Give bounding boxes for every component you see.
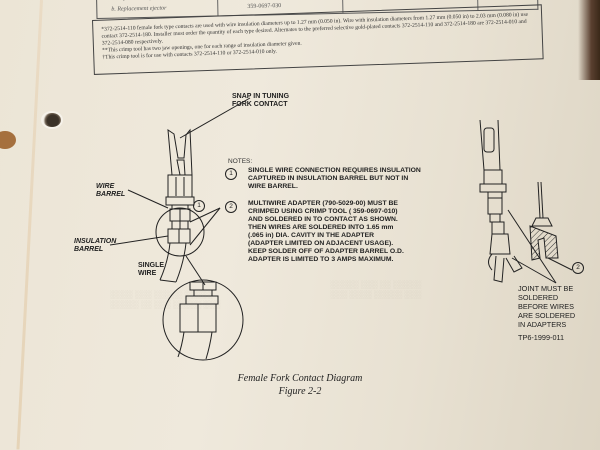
bleed-through-text: ░░░░ ░░░ ░░░░░ ░░░░░░░░░░ ░░ ░░░ ░░░░░ ░… — [110, 290, 221, 309]
binder-hole-behind — [0, 131, 16, 149]
note-1: SINGLE WIRE CONNECTION REQUIRES INSULATI… — [248, 167, 421, 190]
bleed-through-text: ░░░░░ ░░░ ░░ ░░░░░░░░ ░░░░ ░░░░░ ░░░ — [330, 280, 422, 299]
callout-1-icon: 1 — [193, 200, 205, 212]
label-wire-barrel: WIRE BARREL — [96, 183, 126, 198]
label-solder-joint: JOINT MUST BE SOLDERED BEFORE WIRES ARE … — [518, 284, 576, 342]
note-1-number-icon: 1 — [225, 168, 237, 180]
multiwire-contact-drawing — [479, 119, 573, 284]
figure-number: Figure 2-2 — [278, 386, 322, 397]
label-single-wire: SINGLE WIRE — [138, 262, 165, 277]
notes-title: NOTES: — [228, 158, 253, 165]
binder-hole — [43, 113, 61, 127]
label-insulation-barrel: INSULATION BARREL — [74, 238, 117, 253]
note-2: MULTIWIRE ADAPTER (790-5029-00) MUST BE … — [248, 200, 404, 263]
drawing-number: TP6-1999-011 — [518, 333, 565, 342]
page-shadow — [578, 0, 600, 80]
figure-title: Female Fork Contact Diagram — [237, 373, 363, 384]
label-snap-in-contact: SNAP IN TUNING FORK CONTACT — [232, 93, 290, 108]
callout-2-icon: 2 — [572, 262, 584, 274]
fork-contact-drawing — [109, 97, 251, 361]
figure-caption: Female Fork Contact Diagram Figure 2-2 — [200, 372, 400, 398]
note-2-number-icon: 2 — [225, 201, 237, 213]
